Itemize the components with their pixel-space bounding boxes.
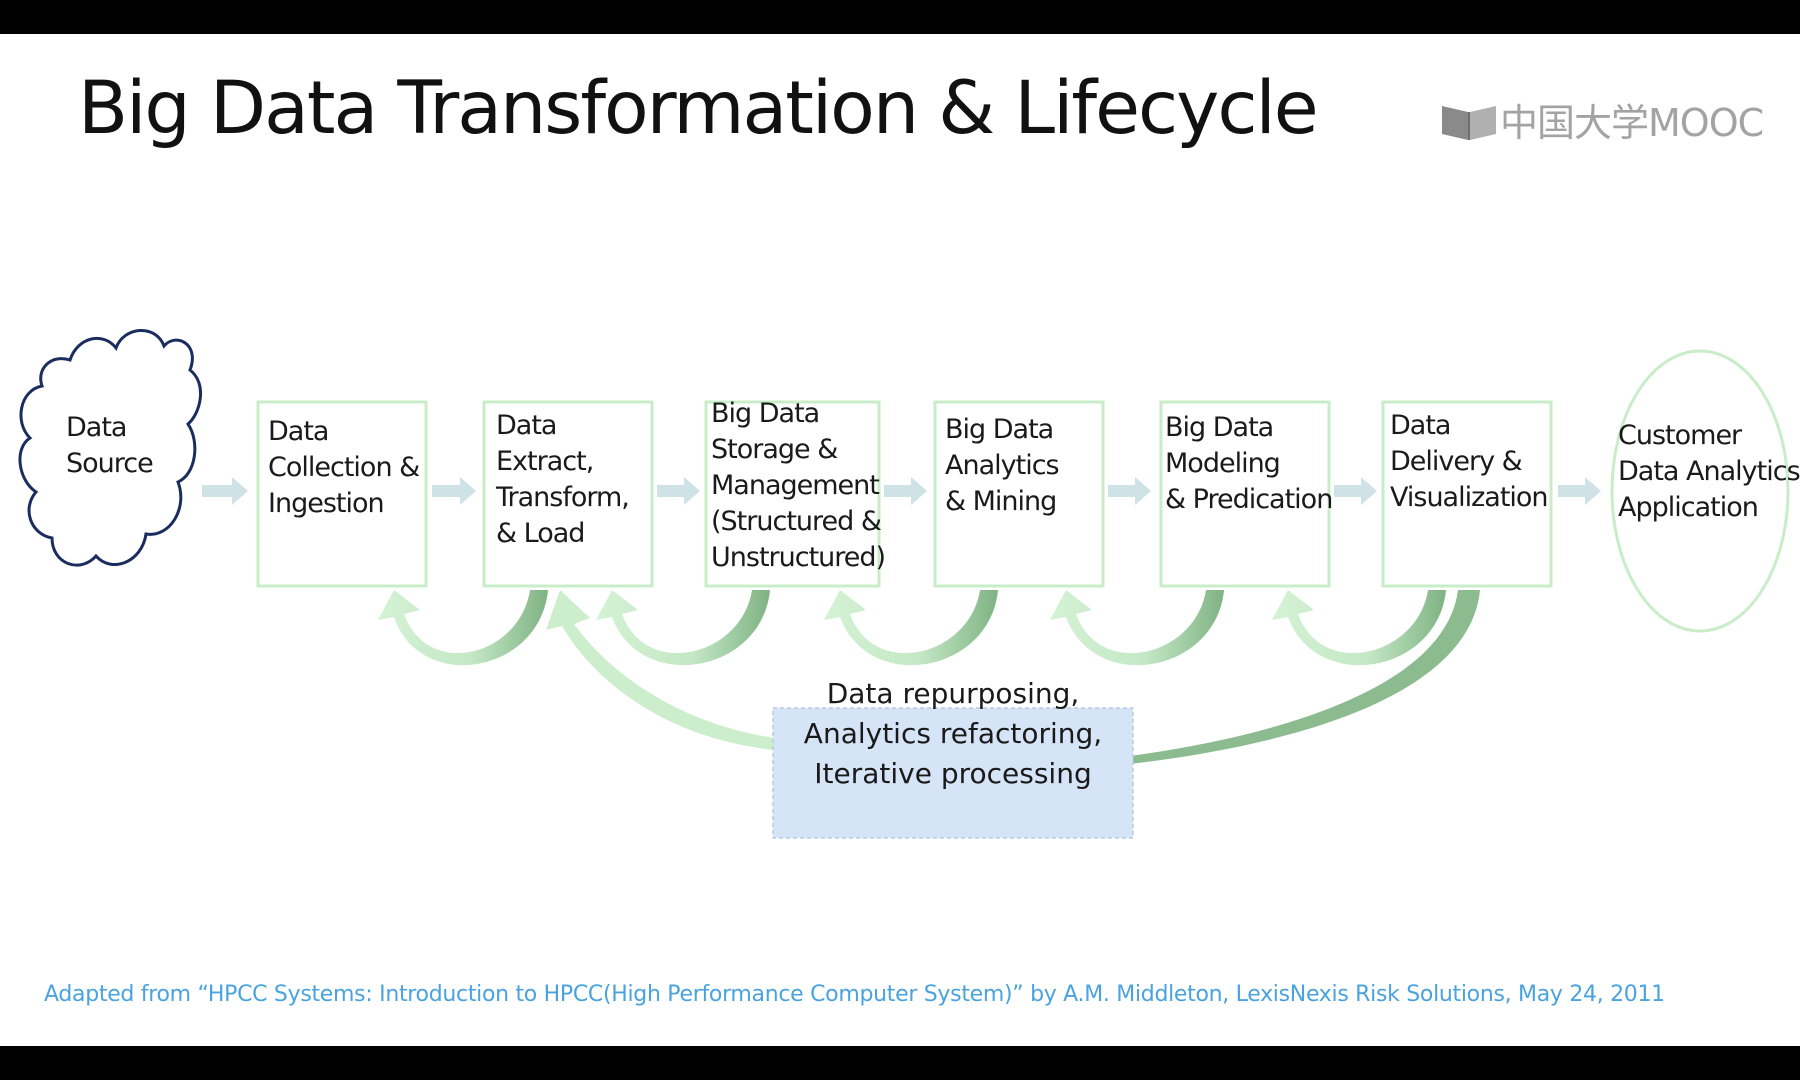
stage-label-modeling: Big Data Modeling & Predication bbox=[1165, 412, 1333, 515]
stage-box-collection bbox=[256, 400, 428, 588]
stage-label-storage: Big Data Storage & Management (Structure… bbox=[711, 398, 886, 573]
customer-application-label: Customer Data Analytics Application bbox=[1618, 420, 1800, 523]
stage-box-modeling bbox=[1159, 400, 1331, 588]
flow-arrow-7 bbox=[1558, 477, 1601, 505]
lifecycle-diagram bbox=[18, 329, 1790, 839]
flow-arrow-6 bbox=[1334, 477, 1377, 505]
loop-arrow-3 bbox=[824, 590, 998, 666]
stage-box-delivery bbox=[1381, 400, 1553, 588]
loop-arrow-5 bbox=[1272, 590, 1446, 666]
flow-arrow-5 bbox=[1108, 477, 1151, 505]
iteration-loops bbox=[378, 590, 1446, 666]
flow-arrow-1 bbox=[202, 477, 248, 505]
stage-label-etl: Data Extract, Transform, & Load bbox=[496, 410, 630, 549]
logo-text: 中国大学MOOC bbox=[1500, 101, 1764, 145]
flow-arrows bbox=[202, 477, 1601, 505]
flow-arrow-3 bbox=[657, 477, 700, 505]
loop-arrow-2 bbox=[596, 590, 770, 666]
open-book-icon bbox=[1442, 105, 1496, 140]
citation: Adapted from “HPCC Systems: Introduction… bbox=[44, 982, 1665, 1007]
data-source-label: Data Source bbox=[66, 412, 154, 479]
big-feedback-arrow bbox=[1130, 590, 1480, 764]
feedback-box bbox=[772, 707, 1134, 839]
stage-label-collection: Data Collection & Ingestion bbox=[268, 416, 420, 519]
mooc-logo: 中国大学MOOC bbox=[1440, 92, 1764, 147]
slide: Big Data Transformation & Lifecycle 中国大学… bbox=[0, 34, 1800, 1046]
stage-box-analytics bbox=[933, 400, 1105, 588]
stage-label-delivery: Data Delivery & Visualization bbox=[1390, 410, 1549, 513]
stage-label-analytics: Big Data Analytics & Mining bbox=[945, 414, 1060, 517]
flow-arrow-2 bbox=[432, 477, 476, 505]
loop-arrow-4 bbox=[1050, 590, 1224, 666]
flow-arrow-4 bbox=[884, 477, 927, 505]
loop-arrow-1 bbox=[378, 590, 548, 666]
slide-title: Big Data Transformation & Lifecycle bbox=[78, 66, 1319, 151]
feedback-label: Data repurposing, Analytics refactoring,… bbox=[803, 677, 1103, 790]
data-source-cloud bbox=[18, 329, 203, 567]
stage-box-etl bbox=[482, 400, 654, 588]
customer-application-ellipse bbox=[1610, 349, 1790, 633]
big-feedback-arrow-left bbox=[546, 590, 775, 750]
stage-box-storage bbox=[704, 400, 881, 588]
